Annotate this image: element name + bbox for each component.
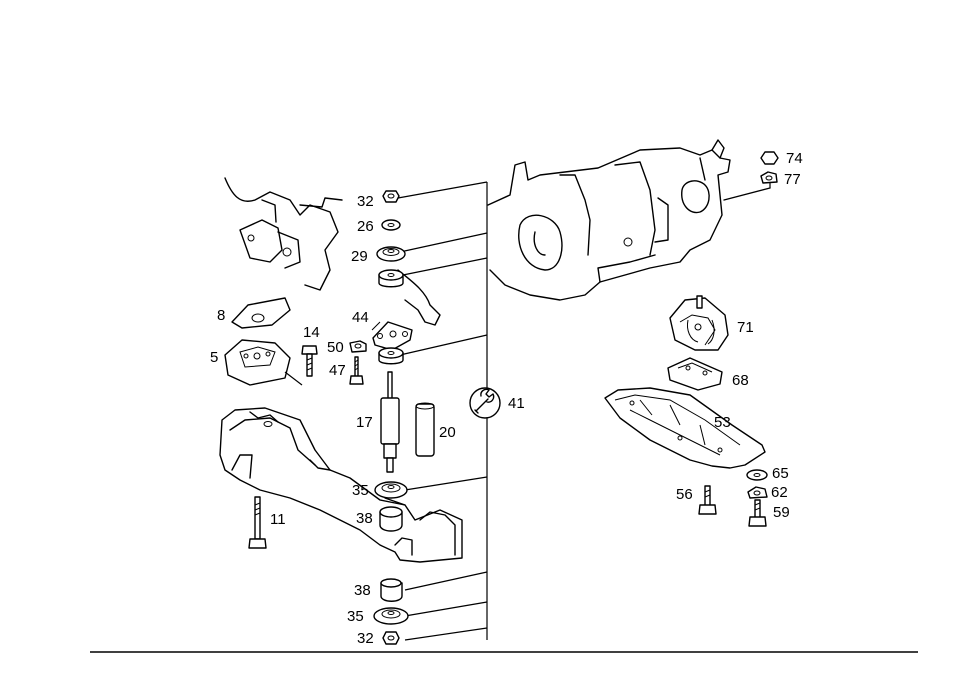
- bolt-14: [301, 345, 318, 377]
- bolt-56: [698, 485, 717, 515]
- callout-32-top: 32: [357, 193, 374, 210]
- callout-17: 17: [356, 414, 373, 431]
- callout-74: 74: [786, 150, 803, 167]
- sleeve-20: [415, 402, 435, 457]
- callout-38-lower: 38: [354, 582, 371, 599]
- bracket-8: [231, 297, 291, 329]
- callout-77: 77: [784, 171, 801, 188]
- callout-47: 47: [329, 362, 346, 379]
- callout-44: 44: [352, 309, 369, 326]
- engine-mount-5: [224, 339, 303, 386]
- callout-50: 50: [327, 339, 344, 356]
- cushion-38-lower: [380, 578, 403, 602]
- callout-65: 65: [772, 465, 789, 482]
- callout-32-bottom: 32: [357, 630, 374, 647]
- transmission-mount-71: [669, 295, 729, 351]
- nut-32-top: [382, 190, 400, 203]
- transmission-housing: [487, 139, 771, 301]
- shock-17: [380, 371, 400, 473]
- plate-44: [371, 321, 413, 351]
- callout-59: 59: [773, 504, 790, 521]
- callout-14: 14: [303, 324, 320, 341]
- callout-56: 56: [676, 486, 693, 503]
- bushing-lower: [378, 347, 404, 365]
- bolt-11: [248, 496, 267, 549]
- callout-35-lower: 35: [347, 608, 364, 625]
- engine-block: [224, 177, 441, 326]
- clip-50: [349, 340, 367, 353]
- bracket-53: [604, 387, 766, 469]
- callout-41: 41: [508, 395, 525, 412]
- leader-bracket: [397, 181, 488, 641]
- wrench-icon: [469, 387, 501, 419]
- callout-68: 68: [732, 372, 749, 389]
- washer-26: [381, 219, 401, 231]
- callout-71: 71: [737, 319, 754, 336]
- pad-68: [667, 357, 723, 391]
- washer-35-lower: [373, 607, 409, 625]
- washer-65: [746, 469, 768, 481]
- clip-62: [747, 486, 768, 499]
- callout-20: 20: [439, 424, 456, 441]
- clip-77: [760, 171, 778, 188]
- washer-35-upper: [374, 481, 408, 499]
- cushion-38-upper: [379, 506, 403, 532]
- callout-53: 53: [714, 414, 731, 431]
- callout-8: 8: [217, 307, 225, 324]
- bolt-47: [349, 356, 364, 385]
- callout-35-upper: 35: [352, 482, 369, 499]
- callout-38-upper: 38: [356, 510, 373, 527]
- callout-labels: 32 26 29 8 44 14 50 5 47 17 20 41 35 38 …: [210, 150, 803, 647]
- callout-29: 29: [351, 248, 368, 265]
- callout-26: 26: [357, 218, 374, 235]
- crossmember: [219, 407, 463, 563]
- nut-32-bottom: [382, 631, 400, 645]
- nut-74: [760, 151, 779, 165]
- callout-11: 11: [270, 511, 286, 528]
- bolt-59: [748, 499, 767, 527]
- callout-62: 62: [771, 484, 788, 501]
- callout-5: 5: [210, 349, 218, 366]
- bushing-upper: [378, 269, 404, 288]
- washer-29: [376, 246, 406, 262]
